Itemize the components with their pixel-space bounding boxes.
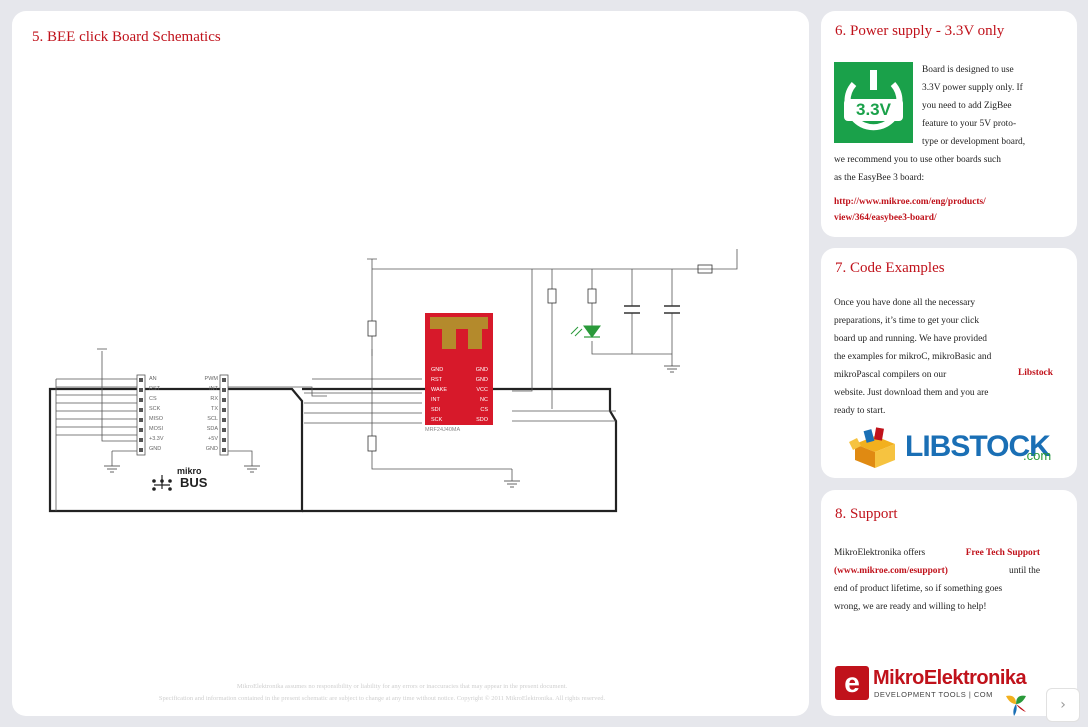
- mikroe-e-icon: e: [835, 666, 869, 700]
- disclaimer-line-2: Specification and information contained …: [158, 695, 606, 702]
- disclaimer-line-1: MikroElektronika assumes no responsibili…: [236, 683, 568, 690]
- power-icon-label: 3.3V: [856, 100, 891, 119]
- mikroe-brand-text: MikroElektronika: [873, 667, 1027, 689]
- code-text-block: Once you have done all the necessary pre…: [834, 298, 992, 416]
- libstock-logo[interactable]: LIBSTOCK .com: [847, 426, 1057, 470]
- right-header: [219, 374, 229, 456]
- schematic-title: 5. BEE click Board Schematics: [32, 29, 221, 45]
- libstock-inline-link[interactable]: Libstock: [1018, 368, 1053, 378]
- libstock-box-icon: [849, 427, 895, 468]
- code-title: 7. Code Examples: [835, 260, 945, 276]
- power-led: [570, 325, 601, 338]
- power-title: 6. Power supply - 3.3V only: [835, 23, 1005, 39]
- left-header: [136, 374, 146, 456]
- support-line-2: (www.mikroe.com/esupport) until the: [834, 562, 1040, 580]
- mikrobus-logo-big: BUS: [180, 475, 208, 490]
- code-examples-panel: 7. Code Examples Once you have done all …: [821, 248, 1077, 478]
- mikrobus-logo-glyph: [152, 475, 172, 491]
- mikroelektronika-logo: e MikroElektronika DEVELOPMENT TOOLS | C…: [835, 666, 1075, 706]
- free-tech-support-link[interactable]: Free Tech Support: [965, 548, 1040, 558]
- libstock-logo-word: LIBSTOCK: [905, 430, 1051, 463]
- module-right-pin-labels: GND GND VCC NC CS SDO: [475, 367, 488, 423]
- left-bus-lines: [55, 378, 137, 511]
- power-text-continued: we recommend you to use other boards suc…: [834, 155, 1001, 183]
- support-text-block: MikroElektronika offers Free Tech Suppor…: [834, 544, 1040, 616]
- power-supply-panel: 6. Power supply - 3.3V only 3.3V Board i…: [821, 11, 1077, 237]
- module-part-label: MRF24J40MA: [425, 427, 461, 433]
- schematic-panel: 5. BEE click Board Schematics: [12, 11, 809, 716]
- power-text-block: Board is designed to use 3.3V power supp…: [922, 65, 1026, 147]
- left-header-pin-labels: AN RST CS SCK MISO MOSI +3.3V GND: [149, 376, 164, 452]
- power-3v3-icon: 3.3V: [834, 62, 913, 143]
- easybee3-link[interactable]: http://www.mikroe.com/eng/products/ view…: [834, 197, 986, 223]
- esupport-link[interactable]: (www.mikroe.com/esupport): [834, 566, 948, 576]
- app-launcher-icon[interactable]: [1002, 690, 1030, 718]
- module-left-pin-labels: GND RST WAKE INT SDI SCK: [431, 367, 447, 423]
- mikroe-brand-tagline: DEVELOPMENT TOOLS | COM: [874, 690, 993, 699]
- next-page-button[interactable]: ›: [1046, 688, 1080, 722]
- mrf24j40ma-module: [425, 313, 493, 425]
- board-schematic: [48, 249, 738, 513]
- support-panel: 8. Support MikroElektronika offers Free …: [821, 490, 1077, 716]
- support-title: 8. Support: [835, 506, 898, 522]
- right-header-pin-labels: PWM INT RX TX SCL SDA +5V GND: [204, 376, 218, 452]
- support-line-1: MikroElektronika offers Free Tech Suppor…: [834, 544, 1040, 562]
- libstock-logo-suffix: .com: [1023, 448, 1052, 463]
- mikrobus-logo-small: mikro: [177, 466, 202, 476]
